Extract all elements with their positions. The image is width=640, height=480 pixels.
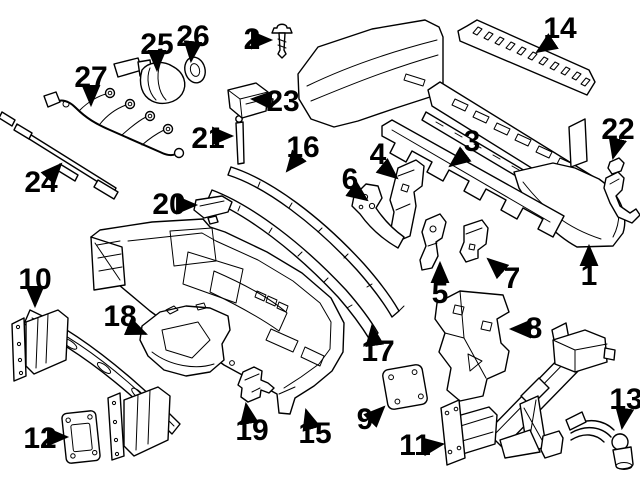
callout-5-label: 5 — [432, 277, 449, 310]
callout-27: 27 — [74, 61, 108, 108]
callout-19: 19 — [235, 401, 269, 447]
callout-11-arrow — [421, 437, 446, 457]
callout-3-arrow — [448, 146, 472, 168]
callout-1: 1 — [579, 243, 599, 292]
callout-27-label: 27 — [74, 61, 107, 94]
callout-13: 13 — [609, 383, 640, 431]
impact-bar-sketch — [11, 309, 181, 461]
impact-absorber-sketch — [381, 119, 565, 238]
wiring-harness-sketch — [43, 87, 185, 159]
callout-3-label: 3 — [464, 125, 481, 158]
callout-15-arrow — [302, 407, 321, 432]
callout-23: 23 — [249, 85, 300, 118]
callout-18-label: 18 — [103, 300, 136, 333]
parking-sensor-sketch — [113, 57, 186, 105]
callout-11-label: 11 — [399, 429, 431, 462]
sensor-strip-sketch — [0, 111, 119, 200]
callout-13-arrow — [615, 406, 635, 431]
strip-21-sketch — [235, 115, 245, 165]
callout-4-arrow — [375, 158, 399, 180]
callout-7: 7 — [486, 257, 521, 295]
callout-11: 11 — [399, 429, 446, 462]
callout-15-label: 15 — [298, 417, 331, 450]
callout-24-label: 24 — [24, 166, 58, 199]
callout-19-label: 19 — [235, 414, 268, 447]
bumper-cover-sketch — [297, 19, 626, 248]
callout-20-label: 20 — [152, 188, 185, 221]
rivet-sketch — [271, 23, 293, 59]
callout-6: 6 — [342, 163, 369, 202]
callout-2-label: 2 — [244, 23, 261, 56]
callout-9: 9 — [357, 403, 386, 436]
callout-10-label: 10 — [18, 263, 51, 296]
bracket-4-sketch — [389, 159, 425, 243]
callout-24-arrow — [40, 162, 63, 186]
callout-14-arrow — [535, 33, 559, 54]
callout-19-arrow — [239, 401, 259, 426]
callout-4: 4 — [370, 138, 399, 180]
upper-molding-sketch — [227, 166, 405, 318]
callout-15: 15 — [298, 407, 332, 450]
callout-22-arrow — [608, 136, 628, 161]
callout-25: 25 — [140, 28, 174, 73]
callout-17-label: 17 — [361, 335, 394, 368]
callout-9-arrow — [363, 405, 386, 428]
callout-8-label: 8 — [526, 312, 543, 345]
callout-10: 10 — [18, 263, 52, 309]
callout-16: 16 — [285, 131, 320, 173]
callout-23-arrow — [249, 90, 273, 110]
callout-23-label: 23 — [266, 85, 299, 118]
callout-14-label: 14 — [543, 12, 577, 45]
seal-ring-sketch — [184, 56, 206, 84]
callout-17: 17 — [361, 323, 395, 368]
bracket-7-sketch — [459, 219, 489, 263]
step-pad-sketch — [457, 19, 596, 96]
ball-mount-sketch — [565, 411, 634, 470]
callout-13-label: 13 — [609, 383, 640, 416]
callout-4-label: 4 — [370, 138, 387, 171]
callout-3: 3 — [448, 125, 481, 168]
callout-26: 26 — [176, 20, 210, 64]
callout-8: 8 — [508, 312, 543, 345]
callout-1-label: 1 — [581, 259, 598, 292]
closing-panel-sketch — [139, 302, 231, 377]
callout-2: 2 — [244, 23, 274, 56]
mount-plate-sketch — [382, 364, 428, 410]
callout-7-label: 7 — [504, 262, 521, 295]
callout-9-label: 9 — [357, 403, 374, 436]
callout-24: 24 — [24, 162, 63, 199]
bracket-22-sketch — [603, 157, 640, 224]
spacer-plate-sketch — [61, 410, 101, 464]
callout-12-label: 12 — [23, 422, 56, 455]
callout-22: 22 — [601, 113, 635, 161]
clip-19-sketch — [237, 366, 275, 403]
callout-6-arrow — [345, 180, 369, 202]
callout-21-label: 21 — [191, 122, 224, 155]
bracket-5-sketch — [419, 213, 447, 271]
callout-6-label: 6 — [342, 163, 359, 196]
callout-5: 5 — [430, 260, 450, 310]
callout-26-arrow — [183, 40, 203, 64]
callout-25-label: 25 — [140, 28, 173, 61]
callout-14: 14 — [535, 12, 577, 54]
callout-12: 12 — [23, 422, 70, 455]
hitch-bracket-sketch — [434, 290, 510, 402]
callout-22-label: 22 — [601, 113, 634, 146]
callout-7-arrow — [486, 257, 510, 280]
callout-18-arrow — [123, 317, 148, 336]
callout-17-arrow — [365, 323, 385, 348]
trailer-hitch-sketch — [440, 322, 616, 466]
callout-21: 21 — [191, 122, 235, 155]
callout-16-label: 16 — [286, 131, 319, 164]
callout-16-arrow — [285, 149, 307, 173]
callout-26-label: 26 — [176, 20, 209, 53]
callout-18: 18 — [103, 300, 148, 336]
callout-20: 20 — [152, 188, 199, 221]
